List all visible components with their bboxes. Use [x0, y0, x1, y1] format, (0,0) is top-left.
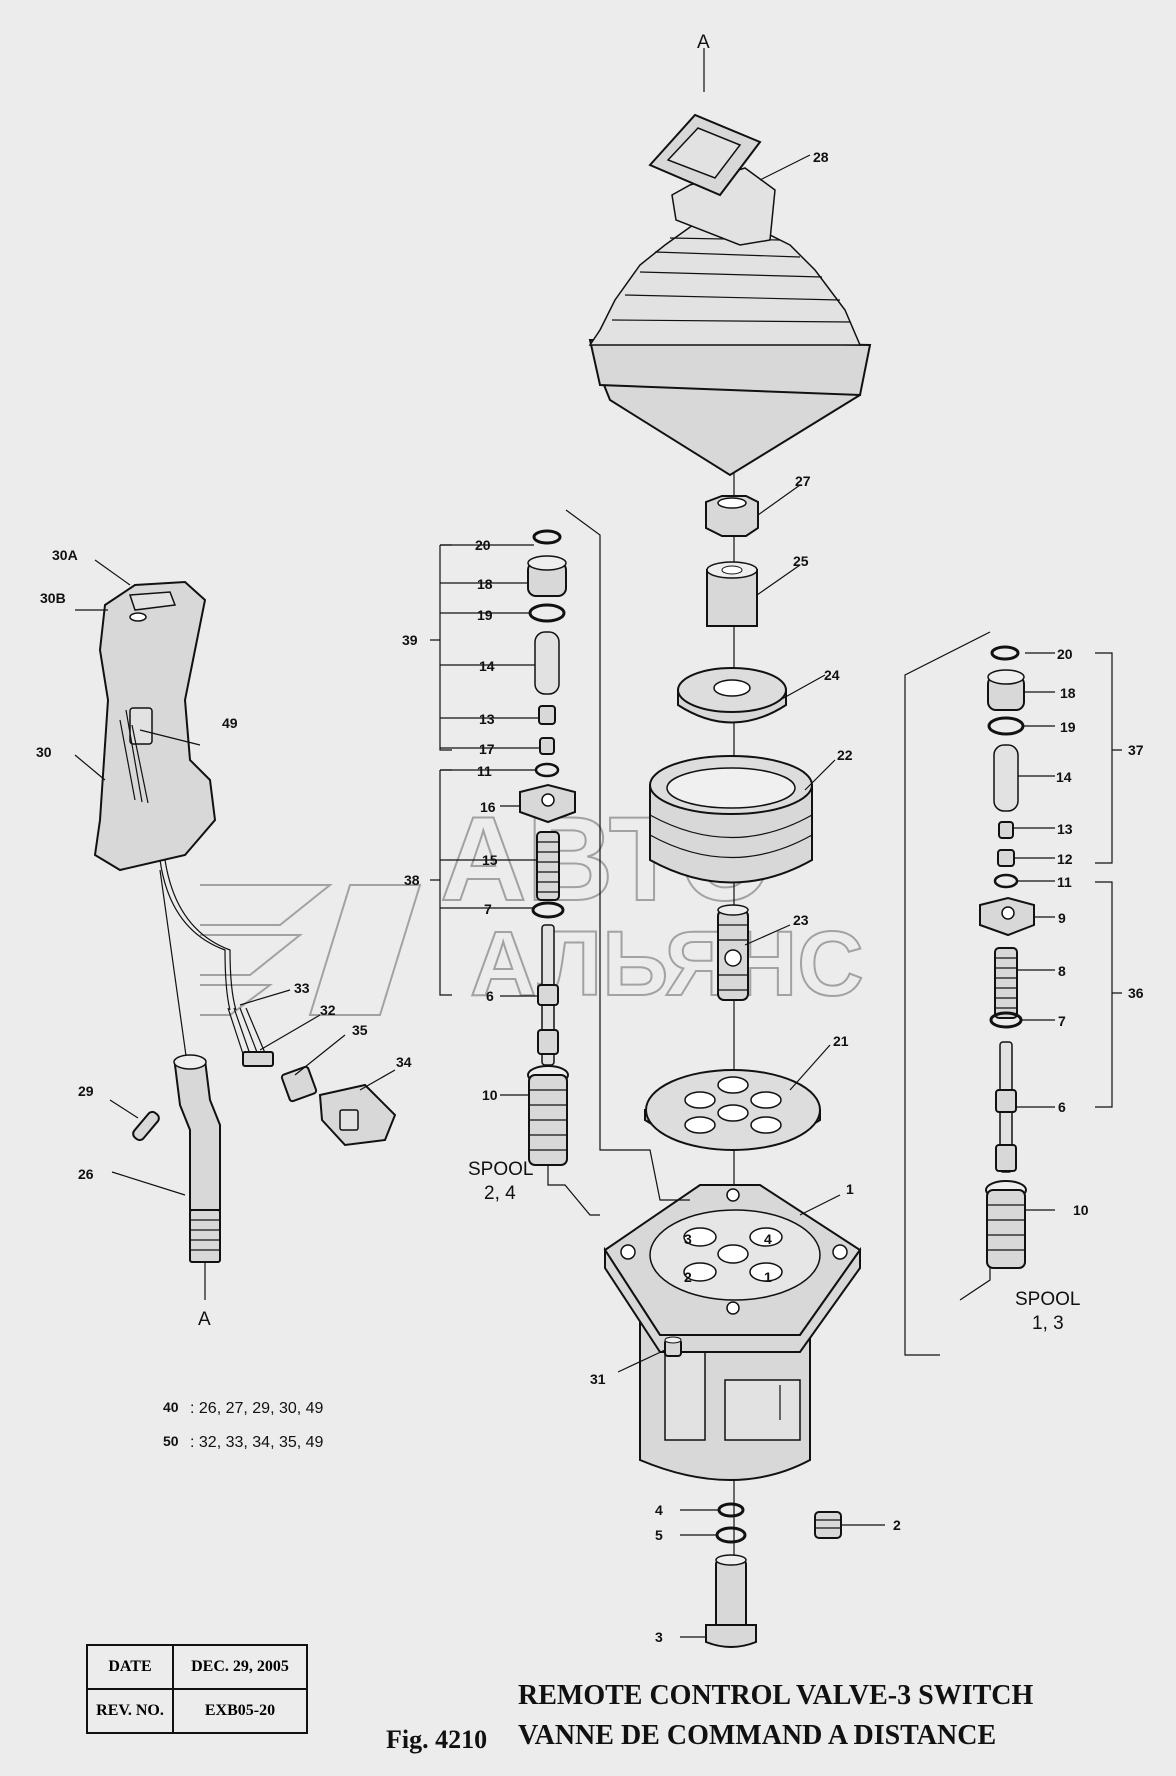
callout-right-9: 9: [1058, 910, 1066, 926]
callout-33: 33: [294, 980, 310, 996]
part-22-plate: [649, 755, 813, 884]
callout-30A: 30A: [52, 547, 78, 563]
part-23-joint: [717, 904, 749, 1001]
callout-29: 29: [78, 1083, 94, 1099]
callout-left-16: 16: [480, 799, 496, 815]
callout-right-19: 19: [1060, 719, 1076, 735]
kit-id-40: 40: [163, 1399, 179, 1415]
callout-4: 4: [655, 1502, 663, 1518]
callout-left-39: 39: [402, 632, 418, 648]
callout-left-15: 15: [482, 852, 498, 868]
callout-right-7: 7: [1058, 1013, 1066, 1029]
handle-assembly: [93, 580, 397, 1300]
callout-35: 35: [352, 1022, 368, 1038]
callout-27: 27: [795, 473, 811, 489]
part-5-oring: [715, 1526, 747, 1544]
callout-32: 32: [320, 1002, 336, 1018]
part-24-disc: [677, 667, 787, 724]
callout-right-18: 18: [1060, 685, 1076, 701]
port-2-label: 2: [684, 1269, 692, 1285]
part-2-plug: [814, 1511, 842, 1539]
revision-row: REV. NO. EXB05-20: [86, 1688, 308, 1734]
leader-lines: [74, 154, 1055, 1638]
part-27-nut: [705, 495, 759, 537]
callout-right-10: 10: [1073, 1202, 1089, 1218]
spool-left-line2: 2, 4: [484, 1183, 516, 1204]
callout-left-19: 19: [477, 607, 493, 623]
callout-30B: 30B: [40, 590, 66, 606]
revision-value: EXB05-20: [172, 1688, 308, 1734]
callout-left-7: 7: [484, 901, 492, 917]
section-mark-top: A: [697, 32, 710, 53]
port-3-label: 3: [684, 1231, 692, 1247]
callout-22: 22: [837, 747, 853, 763]
callout-25: 25: [793, 553, 809, 569]
callout-left-13: 13: [479, 711, 495, 727]
part-3-piston: [705, 1554, 757, 1648]
callout-28: 28: [813, 149, 829, 165]
callout-30: 30: [36, 744, 52, 760]
callout-right-20: 20: [1057, 646, 1073, 662]
figure-title-fr: VANNE DE COMMAND A DISTANCE: [518, 1720, 997, 1751]
date-value: DEC. 29, 2005: [172, 1644, 308, 1690]
callout-right-37: 37: [1128, 742, 1144, 758]
callout-49: 49: [222, 715, 238, 731]
watermark-line2: АЛЬЯНС: [470, 913, 864, 1015]
kit-id-50: 50: [163, 1433, 179, 1449]
callout-34: 34: [396, 1054, 412, 1070]
callout-left-10: 10: [482, 1087, 498, 1103]
date-row: DATE DEC. 29, 2005: [86, 1644, 308, 1690]
callout-24: 24: [824, 667, 840, 683]
callout-left-38: 38: [404, 872, 420, 888]
callout-right-36: 36: [1128, 985, 1144, 1001]
callout-26: 26: [78, 1166, 94, 1182]
part-25-coupling: [706, 561, 758, 627]
right-brackets: [779, 631, 1122, 1420]
section-mark-bottom: A: [198, 1309, 211, 1330]
port-4-label: 4: [764, 1231, 772, 1247]
callout-2: 2: [893, 1517, 901, 1533]
revision-label: REV. NO.: [86, 1688, 174, 1734]
callout-left-20: 20: [475, 537, 491, 553]
callout-23: 23: [793, 912, 809, 928]
kit-legend: 40 : 26, 27, 29, 30, 49 50 : 32, 33, 34,…: [163, 1399, 324, 1451]
callout-right-6: 6: [1058, 1099, 1066, 1115]
spool-right-line1: SPOOL: [1015, 1289, 1080, 1310]
spool-right-line2: 1, 3: [1032, 1313, 1064, 1334]
callout-1: 1: [846, 1181, 854, 1197]
callout-left-6: 6: [486, 988, 494, 1004]
callout-left-11: 11: [477, 763, 492, 779]
callout-right-8: 8: [1058, 963, 1066, 979]
callout-3: 3: [655, 1629, 663, 1645]
callout-left-18: 18: [477, 576, 493, 592]
callout-left-14: 14: [479, 658, 495, 674]
part-31-plug: [664, 1336, 682, 1357]
part-28-boot: [588, 113, 872, 477]
callout-21: 21: [833, 1033, 849, 1049]
callout-left-17: 17: [479, 741, 495, 757]
part-1-body: 3 4 2 1: [603, 1184, 862, 1481]
left-spool-stack: [519, 529, 576, 1166]
callout-31: 31: [590, 1371, 606, 1387]
kit-parts-40: : 26, 27, 29, 30, 49: [190, 1400, 324, 1417]
date-label: DATE: [86, 1644, 174, 1690]
callout-right-14: 14: [1056, 769, 1072, 785]
part-21-plate: [644, 1069, 821, 1151]
callout-5: 5: [655, 1527, 663, 1543]
figure-number: Fig. 4210: [386, 1725, 488, 1754]
figure-title-en: REMOTE CONTROL VALVE-3 SWITCH: [518, 1680, 1034, 1711]
spool-left-line1: SPOOL: [468, 1159, 533, 1180]
title-block: DATE DEC. 29, 2005 REV. NO. EXB05-20: [86, 1644, 308, 1734]
callout-right-11: 11: [1057, 874, 1072, 890]
port-1-label: 1: [764, 1269, 772, 1285]
callout-right-12: 12: [1057, 851, 1073, 867]
part-4-oring: [717, 1502, 745, 1518]
callout-right-13: 13: [1057, 821, 1073, 837]
right-spool-stack: [979, 645, 1035, 1269]
kit-parts-50: : 32, 33, 34, 35, 49: [190, 1434, 324, 1451]
